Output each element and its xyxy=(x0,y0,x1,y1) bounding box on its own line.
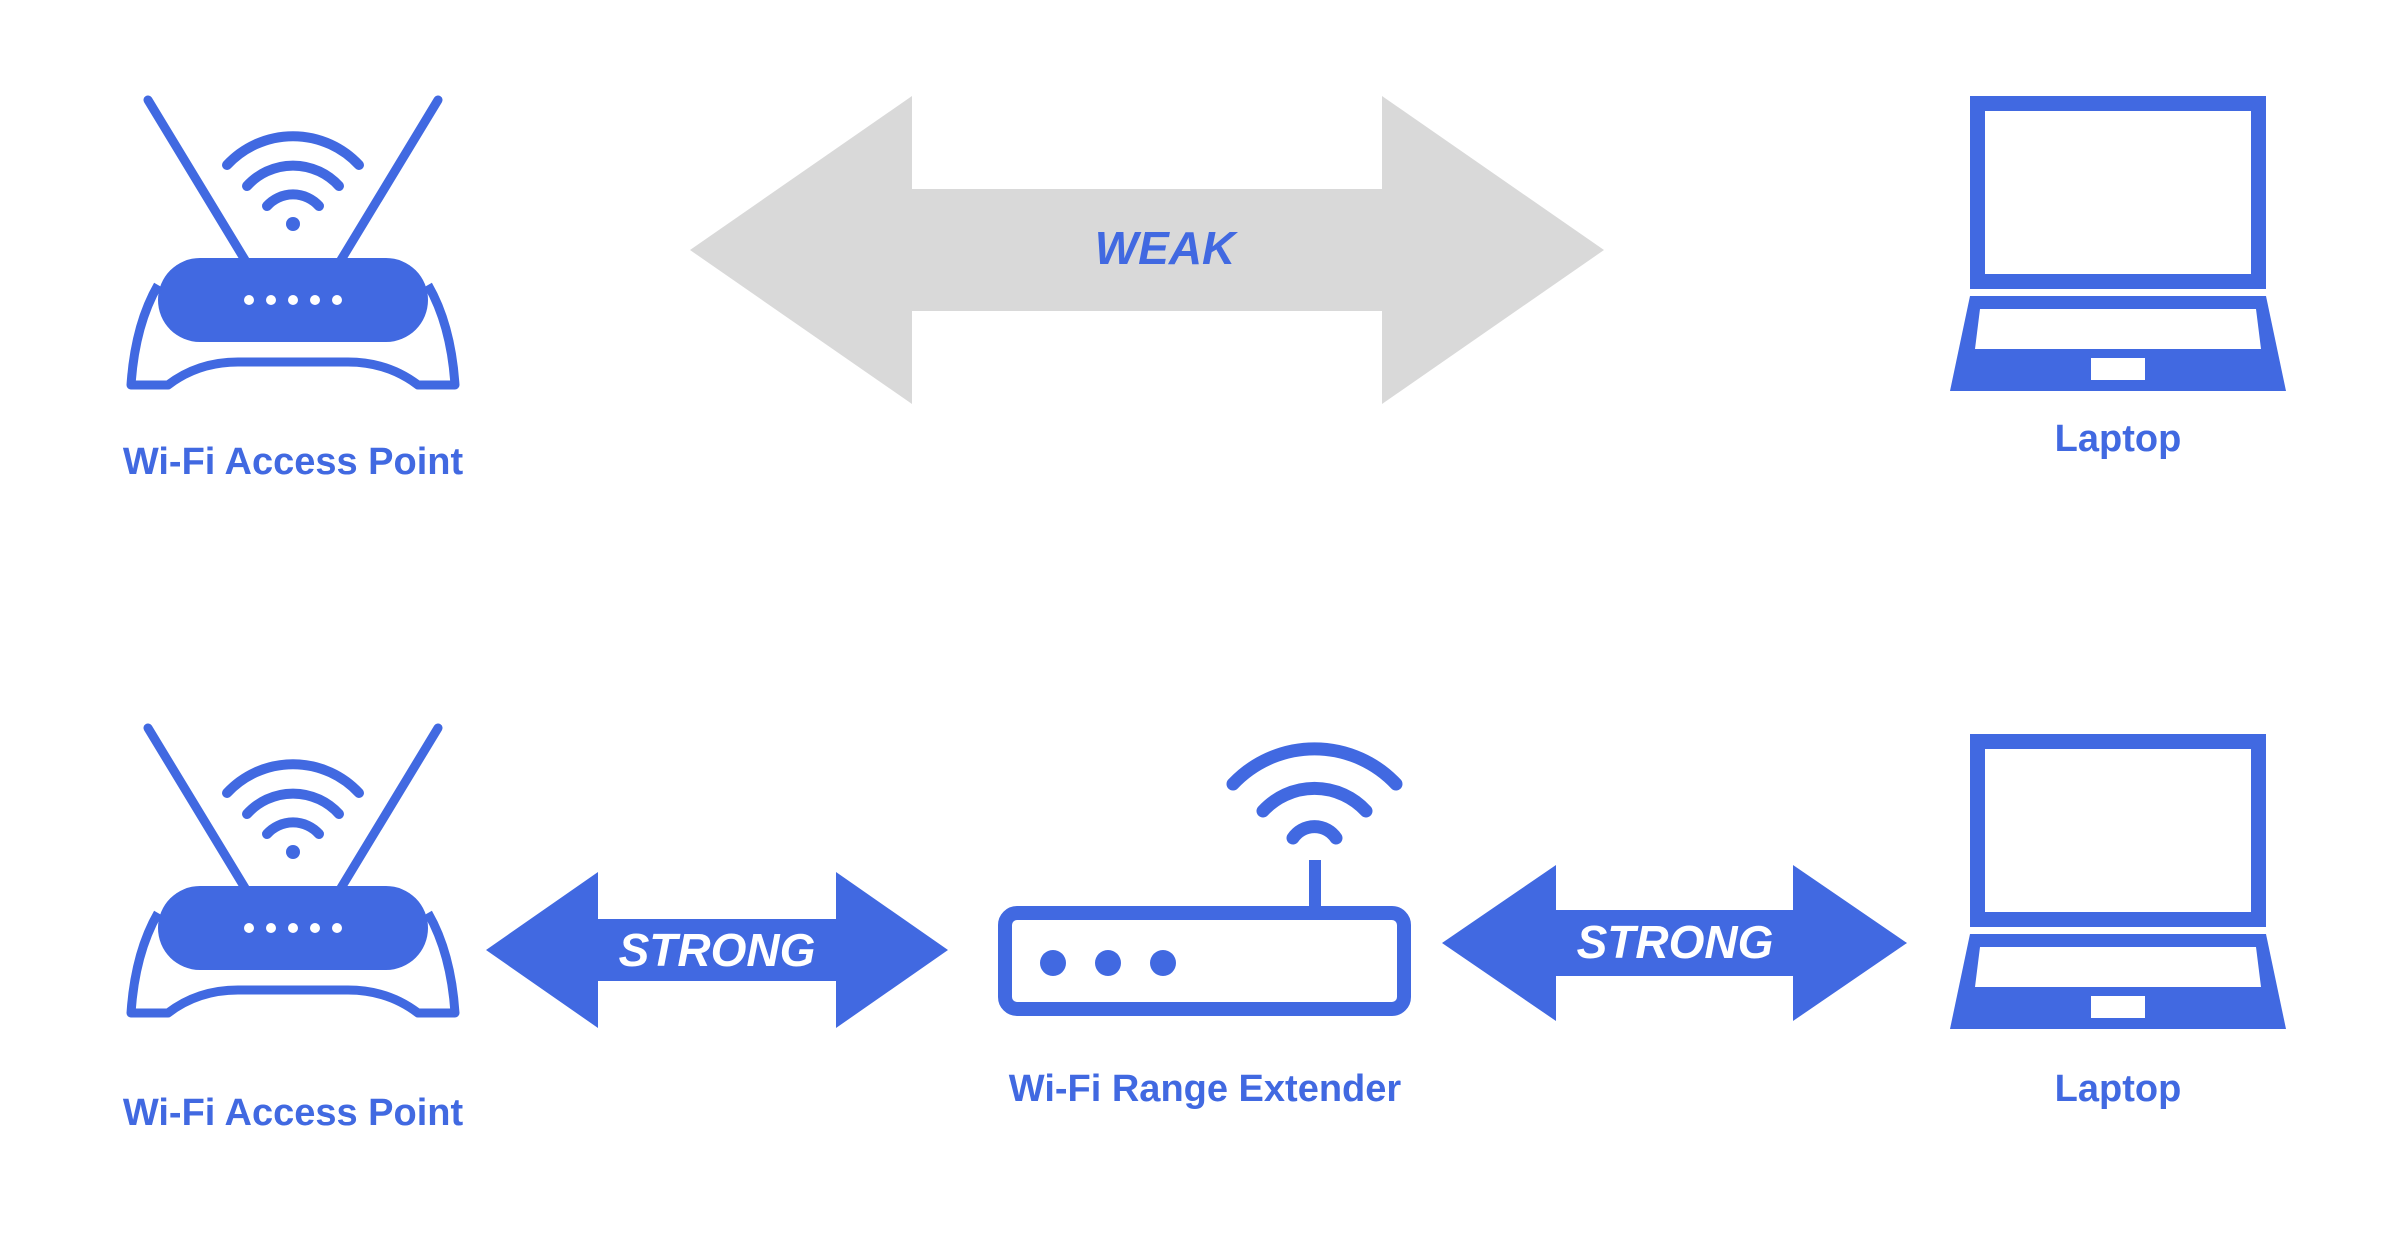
wifi-router-icon xyxy=(131,728,455,1013)
strong-link-left-label: STRONG xyxy=(619,924,816,976)
top-laptop-label: Laptop xyxy=(2055,418,2182,460)
top-weak-link: WEAK xyxy=(690,96,1604,404)
weak-double-arrow xyxy=(690,96,1604,404)
bottom-laptop-label: Laptop xyxy=(2055,1068,2182,1110)
strong-link-right-label: STRONG xyxy=(1577,916,1774,968)
strong-double-arrow-left xyxy=(486,872,948,1028)
bottom-strong-link-right: STRONG xyxy=(1442,865,1907,1021)
bottom-access-point-label: Wi-Fi Access Point xyxy=(123,1092,464,1134)
wifi-router-icon xyxy=(131,100,455,385)
extender-label: Wi-Fi Range Extender xyxy=(1009,1068,1402,1110)
laptop-icon xyxy=(1950,96,2286,391)
top-access-point-label: Wi-Fi Access Point xyxy=(123,441,464,483)
bottom-strong-link-left: STRONG xyxy=(486,872,948,1028)
top-access-point: Wi-Fi Access Point xyxy=(123,100,464,483)
bottom-access-point: Wi-Fi Access Point xyxy=(123,728,464,1134)
top-laptop: Laptop xyxy=(1950,96,2286,460)
bottom-laptop: Laptop xyxy=(1950,734,2286,1110)
range-extender: Wi-Fi Range Extender xyxy=(998,742,1411,1110)
strong-double-arrow-right xyxy=(1442,865,1907,1021)
wifi-range-extender-icon xyxy=(998,742,1411,1016)
weak-link-label: WEAK xyxy=(1095,222,1238,274)
laptop-icon xyxy=(1950,734,2286,1029)
